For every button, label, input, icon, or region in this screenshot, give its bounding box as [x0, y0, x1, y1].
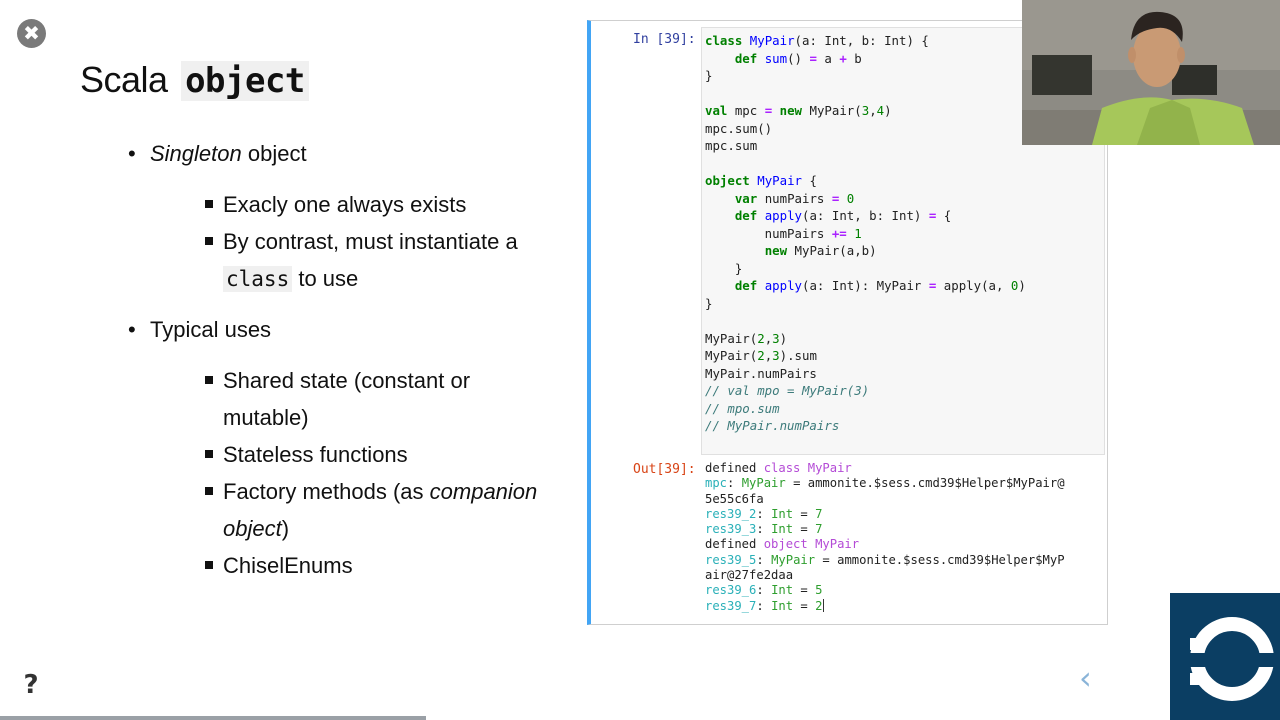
bullet-singleton-em: Singleton — [150, 141, 242, 166]
presenter-video-image — [1022, 0, 1280, 145]
sub-bullet-by-contrast: By contrast, must instantiate a class to… — [202, 223, 568, 298]
code-line: mpc.sum() — [705, 120, 773, 136]
output-line: res39_3: Int = 7 — [705, 522, 823, 537]
text-cursor — [823, 598, 825, 612]
output-line: res39_5: MyPair = ammonite.$sess.cmd39$H… — [705, 552, 1065, 567]
bullet-typical-uses: Typical uses — [128, 312, 568, 348]
help-icon[interactable]: ? — [23, 670, 39, 700]
code-line: MyPair.numPairs — [705, 365, 817, 381]
code-line: MyPair(2,3).sum — [705, 348, 817, 363]
code-line: } — [705, 295, 713, 311]
output-line: res39_6: Int = 5 — [705, 583, 823, 598]
code-editor[interactable]: class MyPair(a: Int, b: Int) { def sum()… — [701, 27, 1105, 455]
factory-text: Factory methods (as — [223, 479, 430, 504]
title-prefix: Scala — [80, 59, 168, 100]
sub-bullet-exactly-one: Exacly one always exists — [202, 186, 568, 223]
close-icon[interactable]: ✖ — [17, 19, 46, 48]
cell-output: defined class MyPair mpc: MyPair = ammon… — [705, 461, 1105, 614]
webcam-feed — [1022, 0, 1280, 145]
output-line: 5e55c6fa — [705, 491, 764, 506]
code-line: object MyPair { — [705, 173, 817, 188]
code-line: def apply(a: Int): MyPair = apply(a, 0) — [734, 278, 1026, 293]
sub-list-uses: Shared state (constant or mutable) State… — [202, 362, 568, 584]
logo-icon — [1170, 593, 1280, 720]
in-prompt: In [39]: — [633, 32, 696, 47]
code-line: numPairs += 1 — [705, 225, 862, 241]
notebook-cell[interactable]: In [39]: class MyPair(a: Int, b: Int) { … — [587, 20, 1108, 625]
chevron-left-icon[interactable]: ‹ — [1079, 659, 1092, 697]
code-comment: // mpo.sum — [705, 400, 780, 416]
output-line: mpc: MyPair = ammonite.$sess.cmd39$Helpe… — [705, 476, 1065, 491]
sub-list-singleton: Exacly one always exists By contrast, mu… — [202, 186, 568, 298]
code-line: mpc.sum — [705, 138, 758, 153]
title-keyword: object — [181, 61, 309, 101]
code-comment: // MyPair.numPairs — [705, 418, 840, 433]
slide-progress-bar — [0, 716, 426, 720]
code-line: val mpc = new MyPair(3,4) — [705, 103, 892, 118]
class-keyword: class — [223, 266, 293, 292]
sub-bullet-shared-state: Shared state (constant or mutable) — [202, 362, 492, 436]
code-line: } — [705, 260, 743, 276]
code-comment: // val mpo = MyPair(3) — [705, 383, 870, 398]
sub-bullet-factory: Factory methods (as companion object) — [202, 473, 568, 547]
code-line: var numPairs = 0 — [734, 190, 855, 206]
out-prompt: Out[39]: — [633, 462, 696, 477]
sub-bullet-stateless: Stateless functions — [202, 436, 568, 473]
code-line: def sum() = a + b — [734, 50, 862, 66]
code-line: class MyPair(a: Int, b: Int) { — [705, 33, 929, 48]
brand-logo — [1170, 593, 1280, 720]
by-contrast-text: By contrast, must instantiate a — [223, 229, 518, 254]
code-line: def apply(a: Int, b: Int) = { — [734, 208, 952, 223]
code-line: } — [705, 68, 713, 83]
to-use-text: to use — [292, 266, 359, 291]
bullet-singleton-text: object — [241, 141, 307, 166]
companion-object-em: companion object — [223, 479, 538, 541]
factory-close: ) — [281, 516, 290, 541]
output-line: res39_2: Int = 7 — [705, 506, 823, 521]
output-line: res39_7: Int = 2 — [705, 598, 825, 613]
output-line: defined class MyPair — [705, 461, 852, 475]
bullet-list: Singleton object Exacly one always exist… — [128, 136, 568, 584]
sub-bullet-chiselenums: ChiselEnums — [202, 547, 568, 584]
slide-title: Scala object — [80, 58, 309, 103]
output-line: defined object MyPair — [705, 537, 860, 552]
output-line: air@27fe2daa — [705, 568, 794, 583]
bullet-singleton: Singleton object — [128, 136, 568, 172]
code-line: new MyPair(a,b) — [764, 243, 877, 258]
code-line: MyPair(2,3) — [705, 330, 788, 346]
